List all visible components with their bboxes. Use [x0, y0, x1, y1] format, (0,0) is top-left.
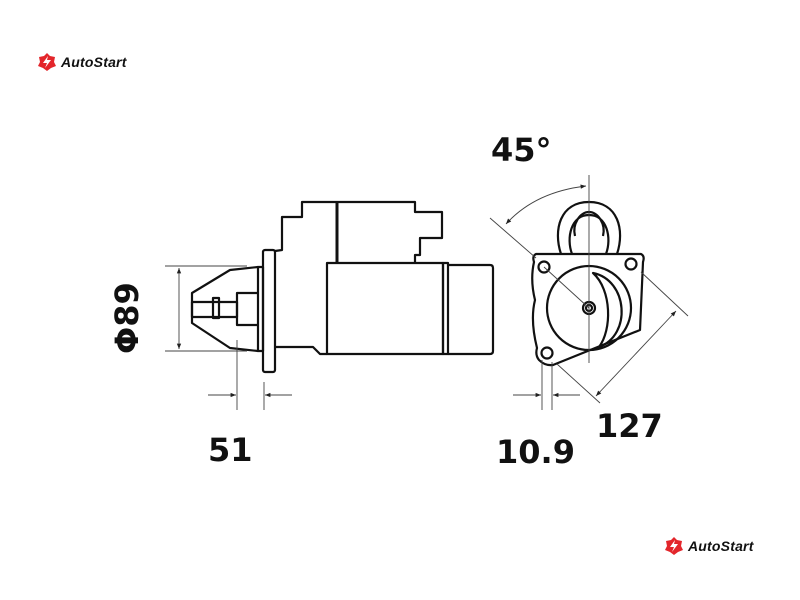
flange-offset-label: 51	[208, 431, 253, 469]
brand-name: AutoStart	[61, 54, 127, 70]
starter-side-view	[165, 200, 495, 410]
motor-body	[325, 261, 445, 356]
lower-housing	[275, 345, 327, 356]
mounting-hole	[540, 346, 554, 360]
autostart-logo-icon	[38, 53, 56, 71]
shaft	[190, 300, 239, 319]
pinion	[235, 291, 258, 327]
drive-housing	[274, 200, 444, 263]
autostart-logo-icon	[665, 537, 683, 555]
crescent	[591, 271, 623, 349]
diameter-label: Φ89	[108, 282, 146, 354]
nose-collar	[256, 265, 265, 353]
mounting-flange	[261, 248, 277, 374]
width-dimension-line	[595, 310, 677, 397]
flange-width-label: 127	[596, 407, 663, 445]
motor-band	[441, 261, 450, 356]
mounting-hole	[624, 257, 638, 271]
starter-end-view	[489, 175, 689, 410]
brand-name: AutoStart	[688, 538, 754, 554]
hole-offset-label: 10.9	[496, 433, 575, 471]
shaft-collar	[211, 296, 221, 320]
nose-housing	[190, 265, 259, 353]
top-lug	[556, 200, 622, 255]
angle-dimension-arc	[505, 184, 587, 225]
end-flange	[531, 252, 645, 367]
mounting-hole	[537, 260, 551, 274]
angle-label: 45°	[491, 131, 552, 169]
end-cap	[448, 263, 495, 356]
brand-logo-bottom: AutoStart	[664, 536, 754, 556]
brand-logo-top: AutoStart	[37, 52, 127, 72]
pilot-circle	[545, 264, 633, 352]
hub	[581, 300, 597, 316]
